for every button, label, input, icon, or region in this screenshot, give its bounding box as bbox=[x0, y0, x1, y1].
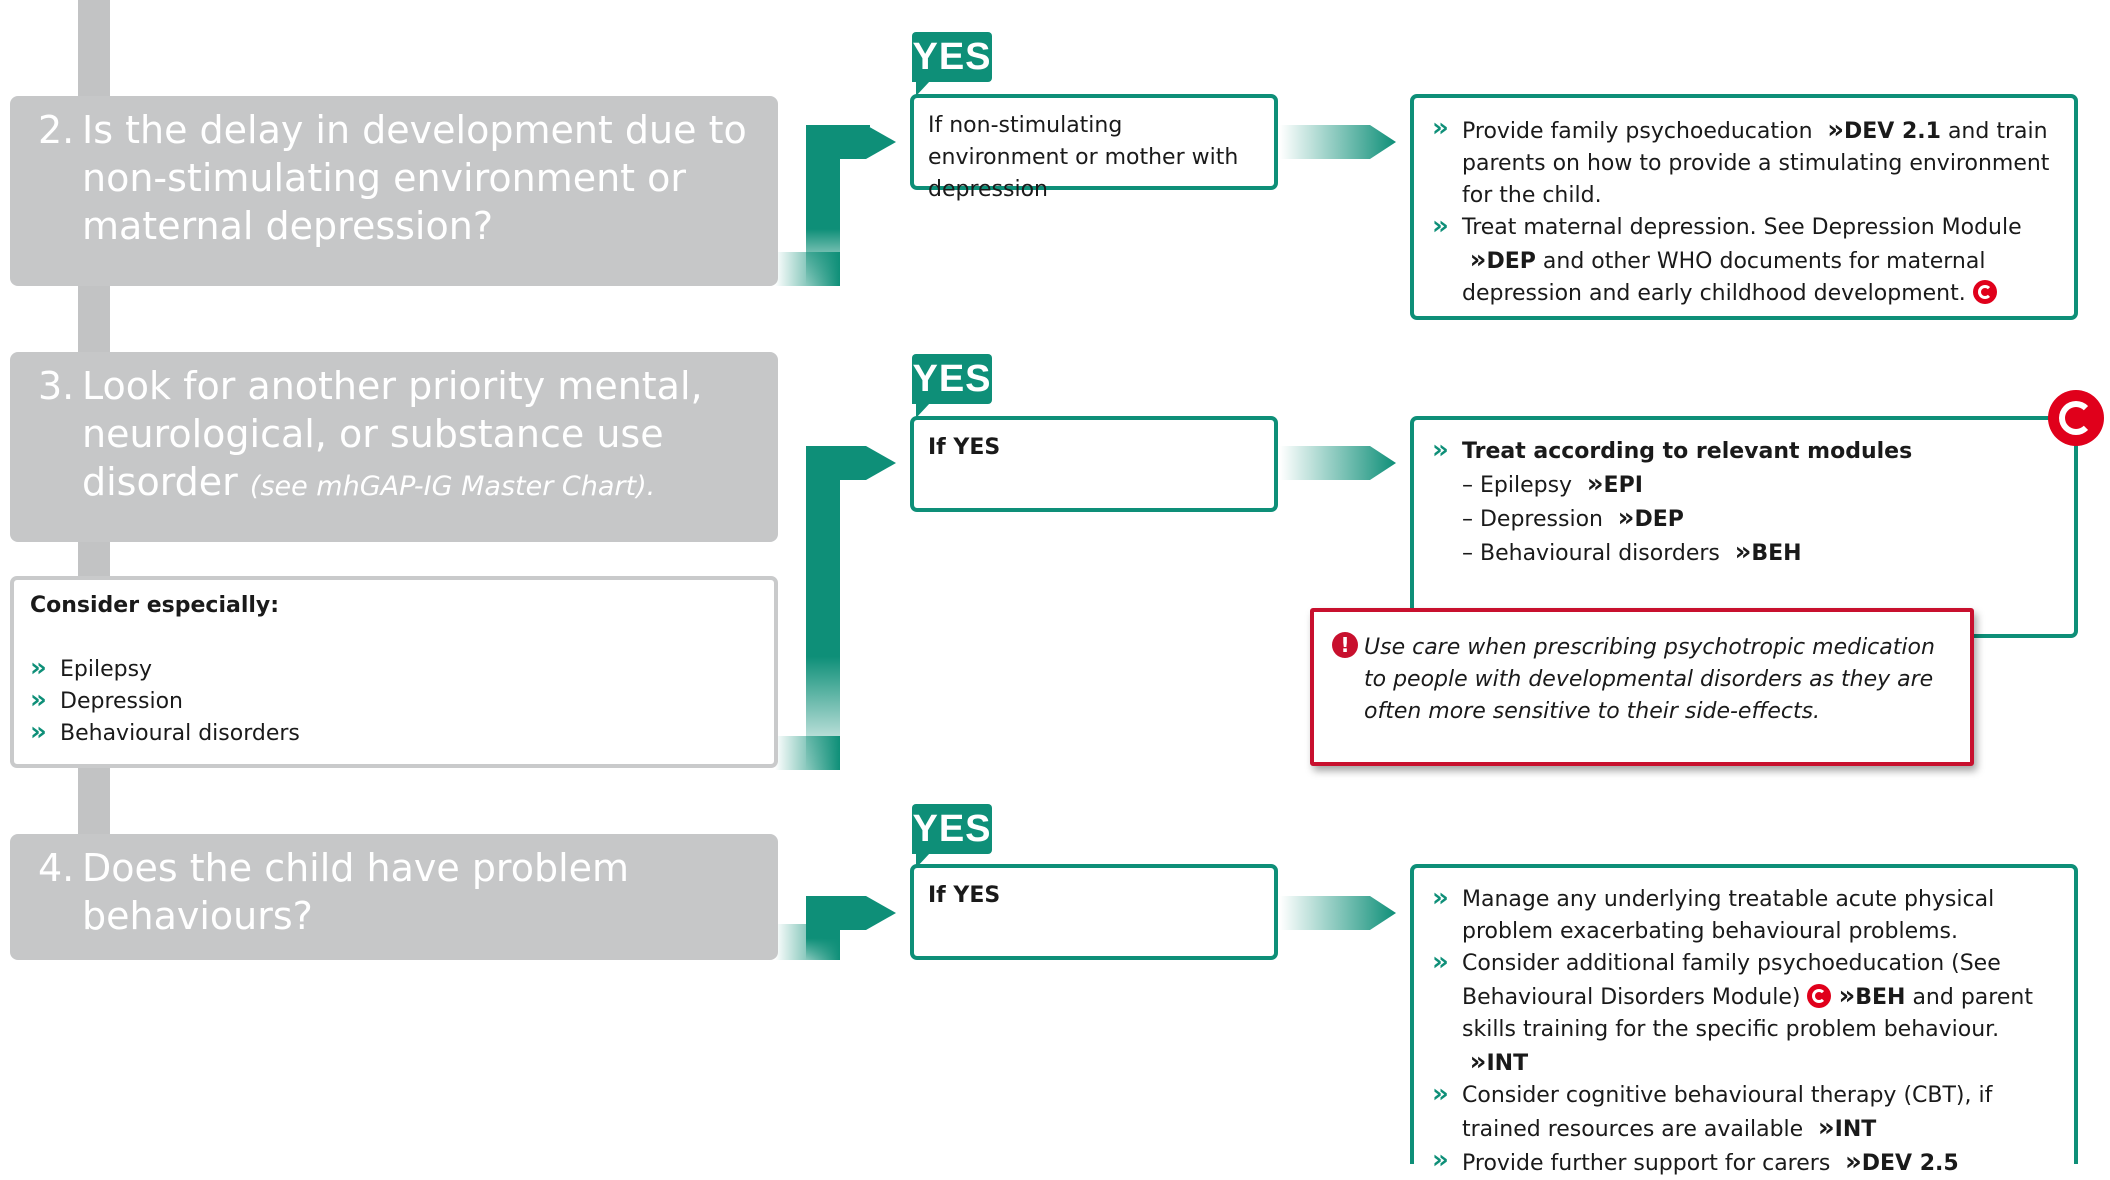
yes-tag-q4: YES bbox=[912, 804, 992, 868]
list-item: – Epilepsy »EPI bbox=[1462, 469, 1643, 499]
action-box-q3: » Treat according to relevant modules – … bbox=[1410, 416, 2078, 638]
question-text: Does the child have problem behaviours? bbox=[82, 846, 630, 938]
list-item: »Epilepsy bbox=[30, 653, 153, 683]
flow-spine-3-consider bbox=[78, 540, 110, 580]
question-number: 3. bbox=[38, 364, 75, 408]
double-chevron-icon: » bbox=[1432, 113, 1449, 143]
list-item: » Provide further support for carers »DE… bbox=[1432, 1145, 1959, 1177]
reference-dep[interactable]: »DEP bbox=[1617, 503, 1684, 533]
yes-tag-q2: YES bbox=[912, 32, 992, 96]
reference-beh[interactable]: »BEH bbox=[1734, 537, 1802, 567]
condition-text: If non-stimulating environment or mother… bbox=[928, 113, 1239, 202]
reference-int[interactable]: »INT bbox=[1469, 1047, 1529, 1077]
circular-arrow-icon bbox=[2048, 390, 2104, 446]
list-item: »Behavioural disorders bbox=[30, 717, 300, 747]
list-item: » Consider cognitive behavioural therapy… bbox=[1432, 1079, 1993, 1143]
question-text: Look for another priority mental, neurol… bbox=[82, 364, 703, 504]
condition-text: If YES bbox=[928, 883, 1001, 908]
list-item: »Depression bbox=[30, 685, 183, 715]
arrow-q3-action bbox=[1280, 446, 1396, 480]
action-box-q2: » Provide family psychoeducation »DEV 2.… bbox=[1410, 94, 2078, 320]
double-chevron-icon: » bbox=[30, 653, 47, 683]
double-chevron-icon: » bbox=[1432, 1079, 1449, 1109]
connector-arrows bbox=[775, 125, 1396, 960]
circular-arrow-icon bbox=[1972, 280, 1997, 304]
question-text: Is the delay in development due to non-s… bbox=[82, 108, 747, 248]
question-3-box: 3. Look for another priority mental, neu… bbox=[10, 352, 778, 542]
double-chevron-icon: » bbox=[1432, 1145, 1449, 1175]
reference-epi[interactable]: »EPI bbox=[1586, 469, 1643, 499]
list-item: – Depression »DEP bbox=[1462, 503, 1684, 533]
connector-q4 bbox=[775, 896, 896, 960]
list-item: » Treat according to relevant modules bbox=[1432, 435, 1913, 465]
double-chevron-icon: » bbox=[1432, 211, 1449, 241]
exclamation-icon: ! bbox=[1332, 632, 1358, 658]
condition-box-q2: If non-stimulating environment or mother… bbox=[910, 94, 1278, 202]
connector-q2 bbox=[775, 125, 896, 286]
condition-text: If YES bbox=[928, 435, 1001, 460]
double-chevron-icon: » bbox=[1432, 883, 1449, 913]
reference-int[interactable]: »INT bbox=[1817, 1113, 1877, 1143]
double-chevron-icon: » bbox=[1432, 435, 1449, 465]
condition-box-q4: If YES bbox=[910, 864, 1278, 960]
yes-tag-q3: YES bbox=[912, 354, 992, 418]
double-chevron-icon: » bbox=[1432, 947, 1449, 977]
question-note: (see mhGAP-IG Master Chart). bbox=[249, 471, 656, 502]
question-2-box: 2. Is the delay in development due to no… bbox=[10, 96, 778, 286]
list-item: » Manage any underlying treatable acute … bbox=[1432, 883, 1995, 944]
list-item: – Behavioural disorders »BEH bbox=[1462, 537, 1802, 567]
question-number: 2. bbox=[38, 108, 75, 152]
list-item: » Provide family psychoeducation »DEV 2.… bbox=[1432, 113, 2050, 208]
condition-box-q3: If YES bbox=[910, 416, 1278, 512]
list-item: » Consider additional family psychoeduca… bbox=[1432, 947, 2033, 1077]
question-number: 4. bbox=[38, 846, 75, 890]
flow-spine-top bbox=[78, 0, 110, 100]
connector-q3 bbox=[775, 446, 896, 770]
flow-spine-3-4 bbox=[78, 766, 110, 836]
arrow-q4-action bbox=[1280, 896, 1396, 930]
question-4-box: 4. Does the child have problem behaviour… bbox=[10, 834, 778, 960]
consider-especially-box: Consider especially: »Epilepsy »Depressi… bbox=[10, 576, 778, 768]
double-chevron-icon: » bbox=[30, 717, 47, 747]
action-box-q4: » Manage any underlying treatable acute … bbox=[1410, 864, 2078, 1177]
reference-dev-2-1[interactable]: »DEV 2.1 bbox=[1827, 115, 1941, 145]
circular-arrow-icon bbox=[1807, 984, 1832, 1008]
warning-text: Use care when prescribing psychotropic m… bbox=[1364, 635, 1935, 724]
double-chevron-icon: » bbox=[30, 685, 47, 715]
reference-dep[interactable]: »DEP bbox=[1469, 245, 1536, 275]
list-item: » Treat maternal depression. See Depress… bbox=[1432, 211, 2022, 306]
reference-dev-2-5[interactable]: »DEV 2.5 bbox=[1844, 1147, 1959, 1177]
reference-beh[interactable]: »BEH bbox=[1838, 981, 1906, 1011]
warning-box: ! Use care when prescribing psychotropic… bbox=[1310, 608, 1974, 766]
arrow-q2-action bbox=[1280, 125, 1396, 159]
consider-title: Consider especially: bbox=[30, 593, 280, 618]
flow-spine-2-3 bbox=[78, 282, 110, 354]
